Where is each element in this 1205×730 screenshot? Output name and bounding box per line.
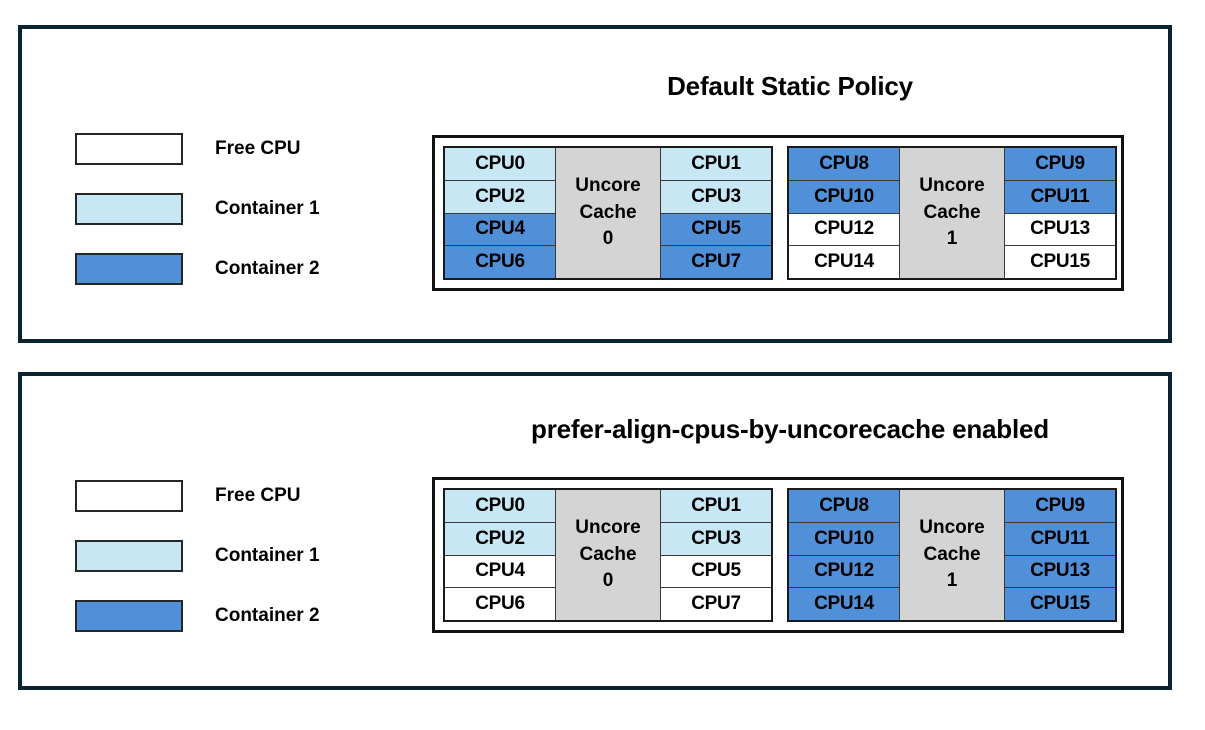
legend-item-container-2: Container 2 <box>75 239 320 299</box>
cpu-cell: CPU2 <box>445 522 555 556</box>
uncore-cache-line: Uncore <box>575 516 641 538</box>
uncore-cache-line: Uncore <box>919 516 985 538</box>
cpu-cell: CPU8 <box>789 148 899 181</box>
cpu-cell: CPU15 <box>1005 588 1115 620</box>
legend-swatch-free-cpu <box>75 480 183 512</box>
legend-label-container-2: Container 2 <box>215 605 320 626</box>
cpu-cell: CPU9 <box>1005 490 1115 523</box>
legend-label-container-1: Container 1 <box>215 198 320 219</box>
legend-item-free-cpu: Free CPU <box>75 119 320 179</box>
page-title: Default Static Policy <box>667 71 913 101</box>
uncore-cache-line: Cache <box>579 201 637 223</box>
uncore-cache-line: Cache <box>923 543 981 565</box>
cpu-cell: CPU6 <box>445 246 555 278</box>
cpu-cell: CPU10 <box>789 180 899 214</box>
cpu-cell: CPU14 <box>789 588 899 620</box>
cpu-cell: CPU15 <box>1005 246 1115 278</box>
page-title: prefer-align-cpus-by-uncorecache enabled <box>531 414 1049 444</box>
cpu-cell: CPU5 <box>661 213 771 247</box>
cpu-cell: CPU7 <box>661 246 771 278</box>
uncore-cache-line: Cache <box>579 543 637 565</box>
cpu-cell: CPU12 <box>789 213 899 247</box>
legend-swatch-container-2 <box>75 600 183 632</box>
uncore-cache-line: Cache <box>923 201 981 223</box>
cpu-cell: CPU4 <box>445 213 555 247</box>
cpu-cell: CPU12 <box>789 555 899 589</box>
cpu-cell: CPU13 <box>1005 555 1115 589</box>
cpu-cell: CPU0 <box>445 490 555 523</box>
uncore-cache-line: 1 <box>946 228 958 250</box>
cpu-cell: CPU9 <box>1005 148 1115 181</box>
legend-item-container-1: Container 1 <box>75 526 320 586</box>
cpu-cell: CPU2 <box>445 180 555 214</box>
legend-label-container-1: Container 1 <box>215 545 320 566</box>
uncore-cache-line: 0 <box>602 570 614 592</box>
legend-label-free-cpu: Free CPU <box>215 485 301 506</box>
cpu-cell: CPU11 <box>1005 180 1115 214</box>
cpu-cell: CPU11 <box>1005 522 1115 556</box>
legend-item-container-1: Container 1 <box>75 179 320 239</box>
cpu-cell: CPU7 <box>661 588 771 620</box>
cpu-cell: CPU0 <box>445 148 555 181</box>
cpu-cell: CPU5 <box>661 555 771 589</box>
cpu-cell: CPU4 <box>445 555 555 589</box>
cpu-cell: CPU3 <box>661 522 771 556</box>
cpu-cell: CPU1 <box>661 148 771 181</box>
legend-top: Free CPU Container 1 Container 2 <box>75 119 320 299</box>
legend-label-free-cpu: Free CPU <box>215 138 301 159</box>
cpu-cell: CPU6 <box>445 588 555 620</box>
uncore-cache-line: Uncore <box>919 174 985 196</box>
legend-swatch-container-2 <box>75 253 183 285</box>
cpu-cell: CPU10 <box>789 522 899 556</box>
cpu-cell: CPU13 <box>1005 213 1115 247</box>
legend-swatch-container-1 <box>75 193 183 225</box>
panel-prefer-align-cpus-by-uncorecache-enabled: prefer-align-cpus-by-uncorecache enabled… <box>18 372 1172 690</box>
legend-item-container-2: Container 2 <box>75 586 320 646</box>
legend-bottom: Free CPU Container 1 Container 2 <box>75 466 320 646</box>
legend-label-container-2: Container 2 <box>215 258 320 279</box>
uncore-cache-line: 0 <box>602 228 614 250</box>
cpu-cell: CPU3 <box>661 180 771 214</box>
legend-item-free-cpu: Free CPU <box>75 466 320 526</box>
legend-swatch-free-cpu <box>75 133 183 165</box>
cpu-cell: CPU1 <box>661 490 771 523</box>
uncore-cache-line: Uncore <box>575 174 641 196</box>
uncore-cache-line: 1 <box>946 570 958 592</box>
cpu-cell: CPU14 <box>789 246 899 278</box>
legend-swatch-container-1 <box>75 540 183 572</box>
panel-default-static-policy: Default Static Policy Free CPU Container… <box>18 25 1172 343</box>
cpu-cell: CPU8 <box>789 490 899 523</box>
